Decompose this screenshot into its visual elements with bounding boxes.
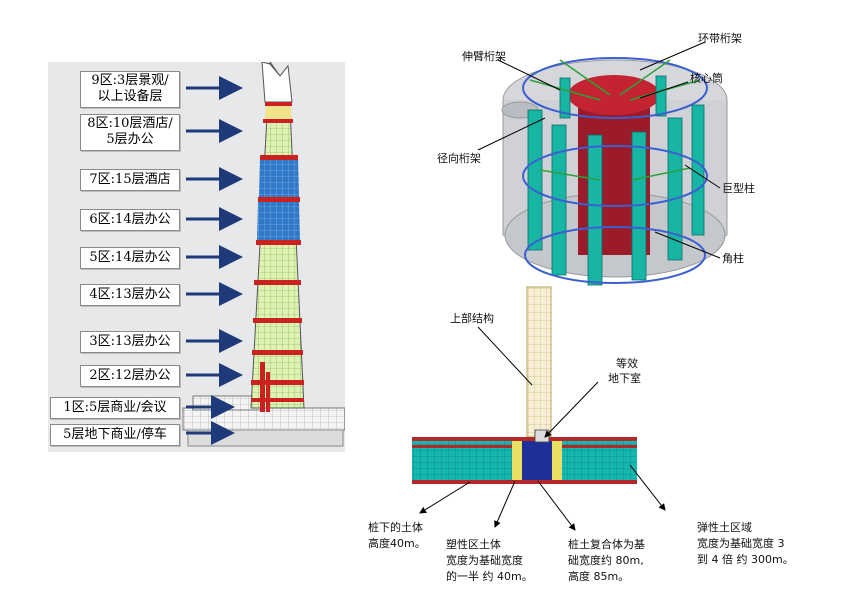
zone-label-text: 5层办公 [106, 132, 154, 147]
text-line: 弹性土区域 [697, 521, 752, 534]
label-elastic-zone: 弹性土区域 宽度为基础宽度 3 到 4 倍 约 300m。 [697, 520, 794, 568]
zone-label-5: 5区:14层办公 [80, 247, 180, 269]
zone-label-3: 3区:13层办公 [80, 331, 180, 353]
label-basement-line2: 地下室 [608, 372, 641, 385]
structure-3d-model [501, 57, 728, 286]
fe-soil-model [412, 286, 637, 484]
belt-trusses [522, 57, 708, 284]
zone-label-6: 6区:14层办公 [80, 209, 180, 231]
label-belt-truss: 环带桁架 [698, 32, 742, 45]
structure-leaders [477, 41, 721, 259]
label-mega-column: 巨型柱 [722, 182, 755, 195]
text-line: 桩土复合体为基 [568, 538, 645, 551]
text-line: 础宽度约 80m, [568, 554, 644, 567]
zone-label-2: 2区:12层办公 [80, 365, 180, 387]
superstructure-column [526, 286, 552, 438]
zone-label-basement: 5层地下商业/停车 [50, 424, 180, 446]
zone-label-8: 8区:10层酒店/ 5层办公 [80, 114, 180, 151]
text-line: 塑性区土体 [446, 538, 501, 551]
label-plastic-zone: 塑性区土体 宽度为基础宽度 的一半 约 40m。 [446, 537, 533, 585]
label-radial-truss: 径向桁架 [437, 152, 481, 165]
text-line: 宽度为基础宽度 [446, 554, 523, 567]
text-line: 的一半 约 40m。 [446, 570, 533, 583]
text-line: 桩下的土体 [368, 521, 423, 534]
text-line: 宽度为基础宽度 3 [697, 537, 785, 550]
label-basement: 等效 地下室 [608, 356, 641, 386]
text-line: 高度 85m。 [568, 570, 630, 583]
zone-label-text: 8区:10层酒店/ [87, 116, 173, 131]
hotel-zone [259, 158, 299, 197]
label-outrigger-truss: 伸臂桁架 [462, 50, 506, 63]
label-superstructure: 上部结构 [450, 312, 494, 325]
label-corner-column: 角柱 [722, 252, 744, 265]
label-pile-composite: 桩土复合体为基 础宽度约 80m, 高度 85m。 [568, 537, 645, 585]
refuge-floor-bands [251, 102, 304, 412]
text-line: 高度40m。 [368, 537, 426, 550]
zone-arrow-group [186, 76, 243, 445]
fe-leaders [419, 326, 666, 531]
zone-label-text: 以上设备层 [97, 89, 163, 104]
zone-label-4: 4区:13层办公 [80, 284, 180, 306]
label-core-tube: 核心筒 [690, 72, 723, 85]
pile-composite [522, 441, 552, 480]
label-basement-line1: 等效 [616, 357, 638, 370]
text-line: 到 4 倍 约 300m。 [697, 553, 794, 566]
label-soil-below-pile: 桩下的土体 高度40m。 [368, 520, 426, 552]
zone-label-1: 1区:5层商业/会议 [50, 397, 180, 419]
zone-label-9: 9区:3层景观/ 以上设备层 [80, 71, 180, 108]
zone-label-text: 9区:3层景观/ [91, 73, 169, 88]
zone-label-7: 7区:15层酒店 [80, 169, 180, 191]
